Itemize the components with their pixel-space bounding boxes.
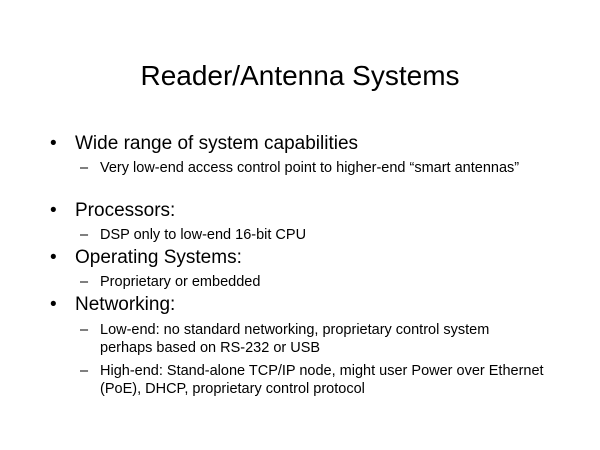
bullet-icon: • [50,294,57,315]
dash-icon: – [80,160,89,176]
dash-icon: – [80,363,89,379]
bullet-text: Processors: [75,200,176,221]
dash-icon: – [80,227,89,243]
sub-text: Very low-end access control point to hig… [100,160,520,176]
bullet-text: Wide range of system capabilities [75,133,359,154]
bullet-text: Networking: [75,294,176,315]
dash-icon: – [80,274,89,290]
sub-text: High-end: Stand-alone TCP/IP node, might… [100,363,544,397]
dash-icon: – [80,322,89,338]
bullet-icon: • [50,200,57,221]
slide-title: Reader/Antenna Systems [140,60,460,91]
sub-text: Low-end: no standard networking, proprie… [100,322,490,356]
sub-text: DSP only to low-end 16-bit CPU [100,227,307,243]
sub-item: –Proprietary or embedded [80,273,550,291]
sub-text: Proprietary or embedded [100,274,261,290]
sub-item: –DSP only to low-end 16-bit CPU [80,226,550,244]
bullet-icon: • [50,247,57,268]
sub-item: –Very low-end access control point to hi… [80,159,520,177]
sub-item: –High-end: Stand-alone TCP/IP node, migh… [80,362,555,398]
bullet-text: Operating Systems: [75,247,242,268]
sub-item: –Low-end: no standard networking, propri… [80,321,500,357]
bullet-icon: • [50,133,57,154]
